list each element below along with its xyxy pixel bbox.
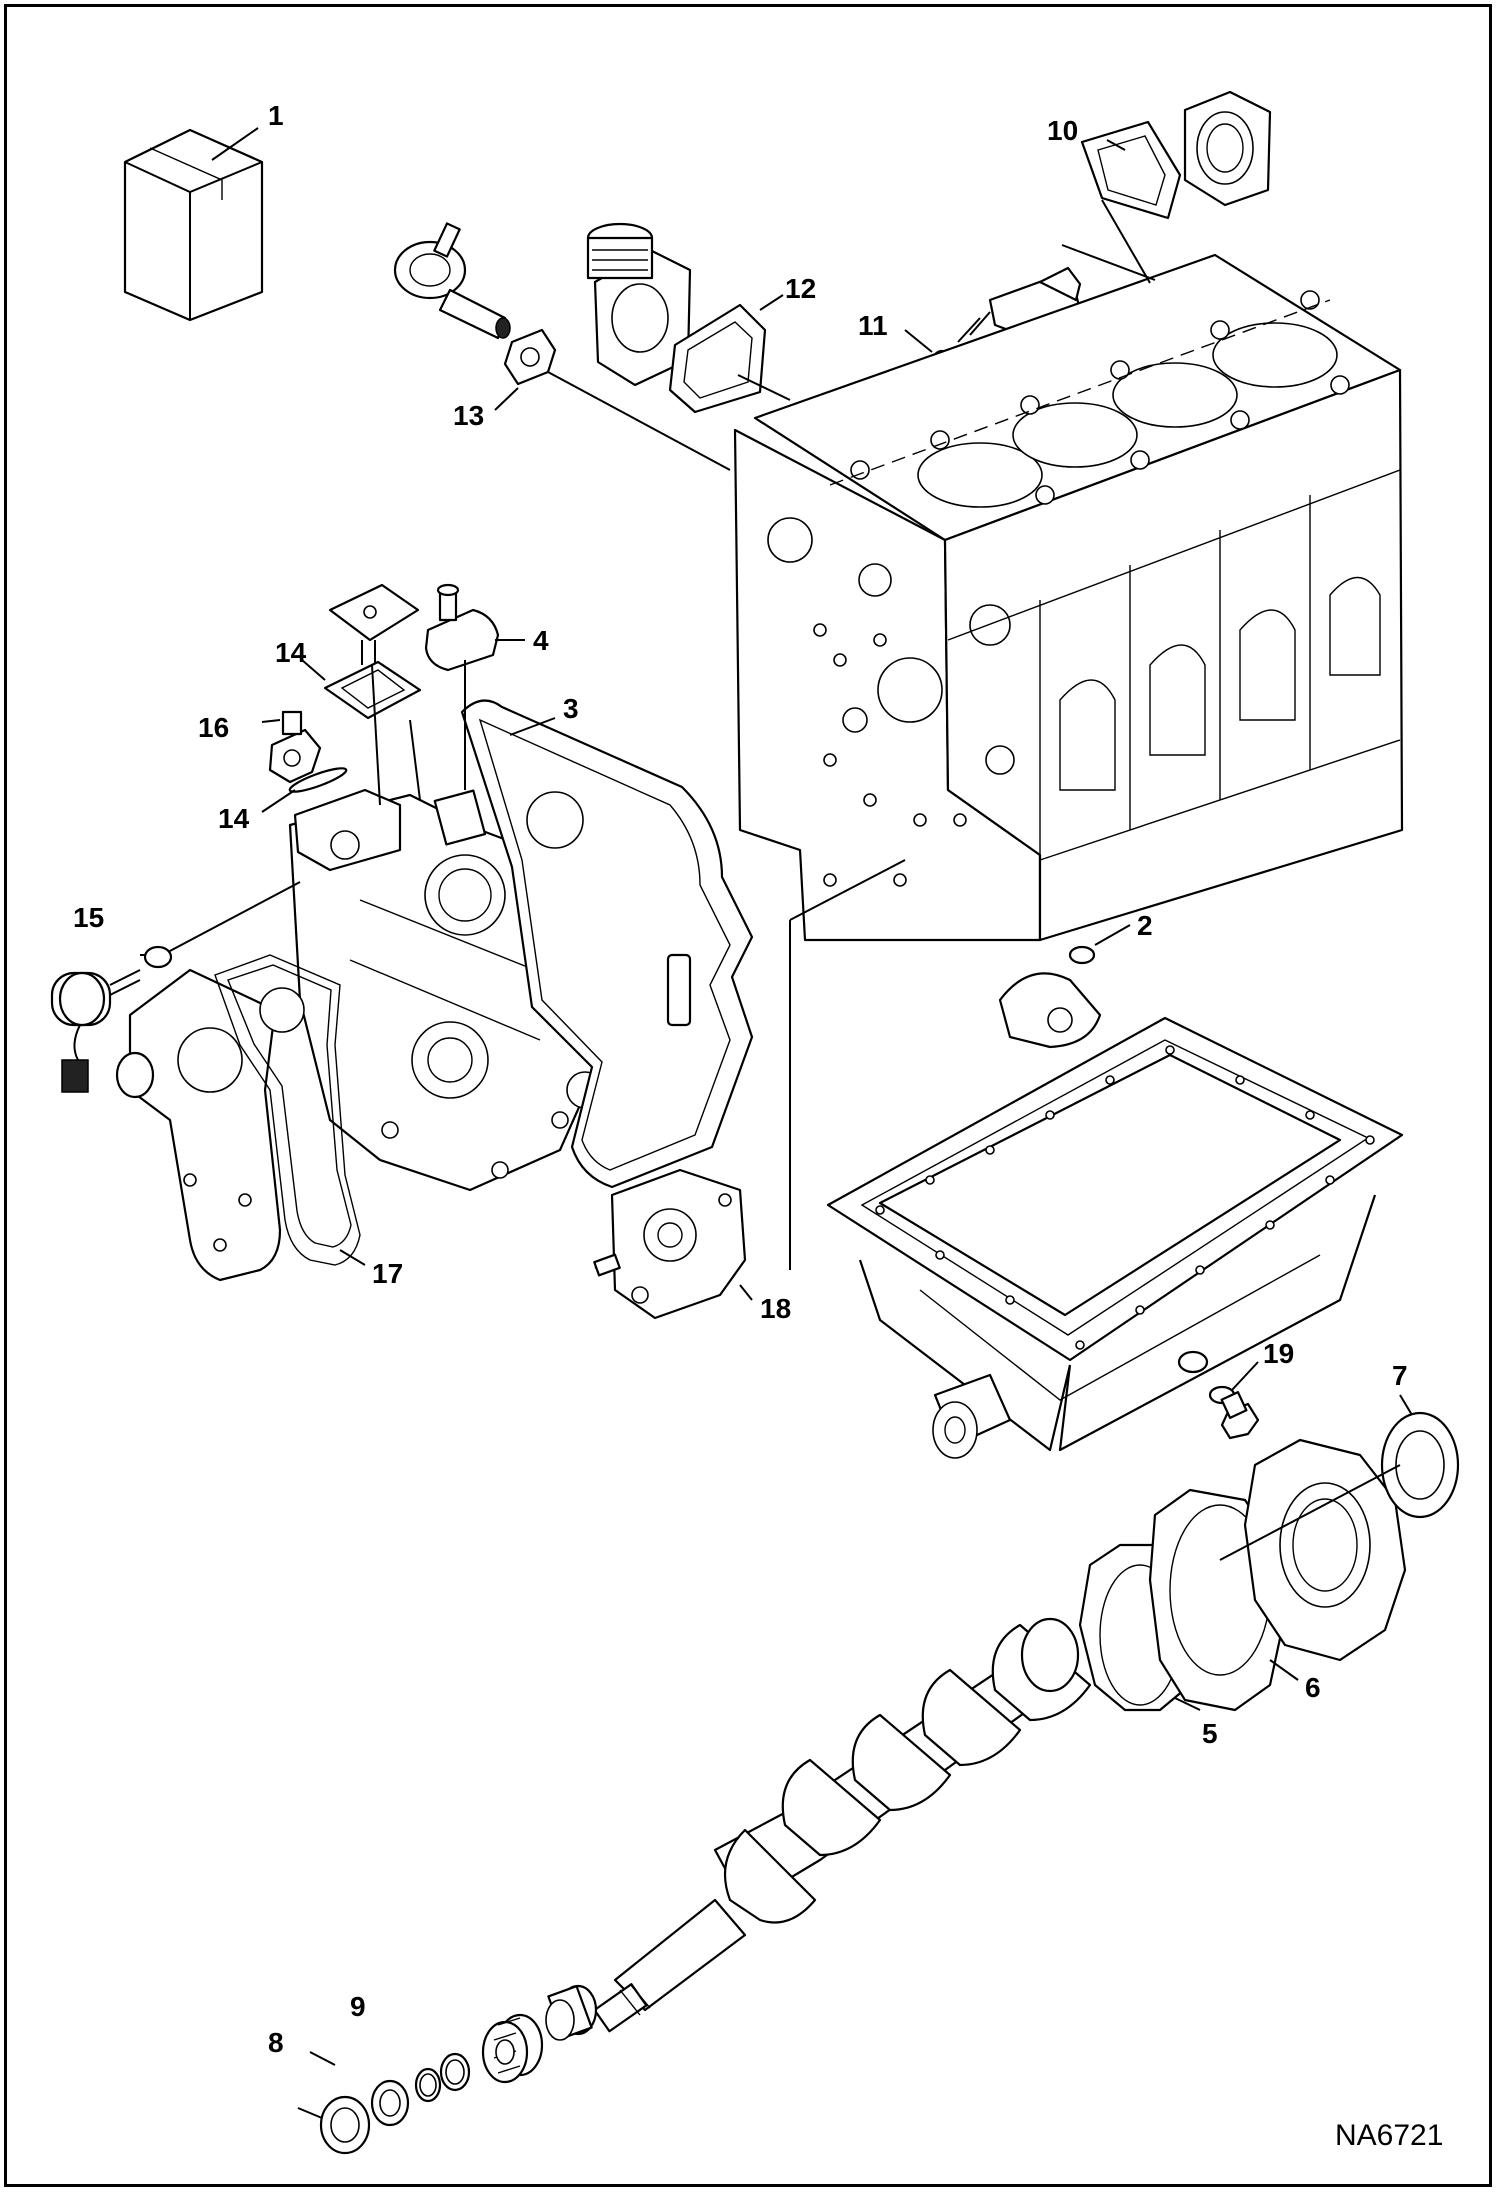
part-crank-gear	[481, 2013, 544, 2084]
callout-14a: 14	[275, 637, 307, 668]
callout-11: 11	[858, 310, 888, 341]
part-thermostat-cover	[586, 222, 692, 387]
part-gear-bushing	[545, 1984, 598, 2041]
part-oring-15	[143, 945, 173, 969]
part-gasket-17	[214, 954, 361, 1266]
part-drain-plug-19	[1208, 1385, 1260, 1440]
part-solenoid	[50, 969, 141, 1093]
callout-labels: 1 2 3 4 5 6 7 8 9 10 11 12 13 14 14 15 1…	[73, 100, 1408, 2058]
part-cover-4	[424, 583, 500, 672]
part-gasket-13	[503, 328, 557, 386]
callout-14b: 14	[218, 803, 250, 834]
part-crankshaft	[593, 1617, 1092, 2033]
callout-2: 2	[1137, 910, 1153, 941]
part-front-seal-8	[319, 2095, 371, 2155]
part-oil-pump-18	[593, 1168, 747, 1320]
leader-lines	[140, 127, 1413, 2119]
callout-18: 18	[760, 1293, 791, 1324]
callout-7: 7	[1392, 1360, 1408, 1391]
part-gasket-10	[1080, 120, 1182, 220]
part-gasket-14-lower	[288, 767, 348, 793]
figure-code: NA6721	[1335, 2119, 1443, 2152]
part-flange-housing	[1183, 90, 1272, 207]
callout-8: 8	[268, 2027, 284, 2058]
callout-10: 10	[1047, 115, 1078, 146]
callout-4: 4	[533, 625, 549, 656]
callout-5: 5	[1202, 1718, 1218, 1749]
callout-12: 12	[785, 273, 816, 304]
callout-9: 9	[350, 1991, 366, 2022]
part-oring-9b	[414, 2067, 442, 2103]
part-sensor-16	[268, 710, 322, 784]
callout-6: 6	[1305, 1672, 1321, 1703]
part-water-pump	[115, 968, 282, 1282]
callout-19: 19	[1263, 1338, 1294, 1369]
part-gasket-12	[668, 303, 767, 414]
callout-15: 15	[73, 902, 104, 933]
part-collar-9	[370, 2079, 410, 2127]
part-oil-pan	[826, 1016, 1404, 1459]
part-kit-box	[123, 128, 264, 322]
part-seal-housing	[1243, 1438, 1407, 1662]
callout-3: 3	[563, 693, 579, 724]
callout-17: 17	[372, 1258, 403, 1289]
part-engine-block	[733, 253, 1404, 942]
part-gasket-3	[460, 699, 754, 1189]
callout-13: 13	[453, 400, 484, 431]
callout-16: 16	[198, 712, 229, 743]
part-oring-9a	[439, 2052, 471, 2092]
part-oil-seal-7	[1380, 1411, 1460, 1519]
part-cover-plate	[328, 583, 420, 665]
part-thermostat-housing	[393, 222, 511, 340]
callout-1: 1	[268, 100, 284, 131]
part-oring-2	[1068, 945, 1096, 965]
part-outlet-elbow	[998, 972, 1102, 1049]
